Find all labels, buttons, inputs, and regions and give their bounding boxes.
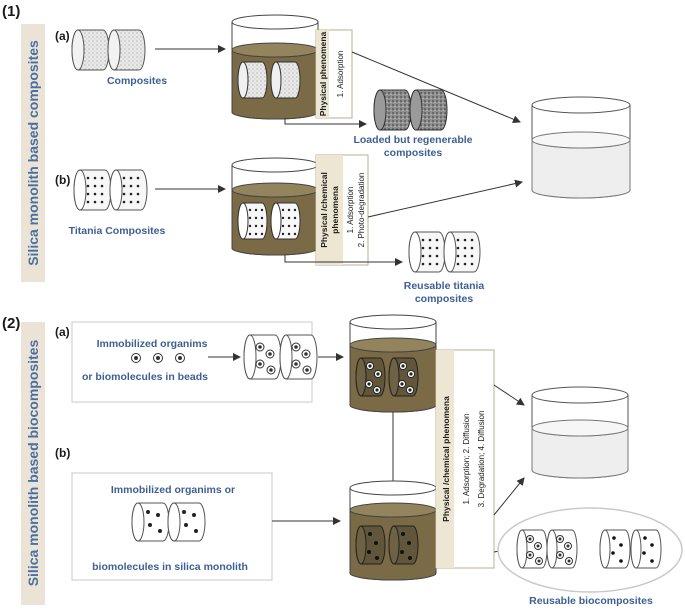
section2b-tag: (b) [55, 446, 70, 460]
section1a-tag: (a) [55, 29, 70, 43]
arrow-1b-to-clean-beaker [367, 179, 523, 218]
section1-number: (1) [2, 3, 20, 20]
reusable-bead-monoliths-icon [516, 529, 578, 569]
section2b-label-line1: Immobilized organims or [111, 484, 235, 496]
beaker-1b [231, 157, 319, 256]
clean-water-beaker-1 [531, 96, 631, 199]
arrow-2-to-clean-beaker-lower [493, 477, 525, 516]
beads-icon [131, 353, 185, 363]
section2a-label-line1: Immobilized organims [97, 338, 208, 350]
phenomena-item-1b-2: 2. Photo-degradation [357, 173, 366, 248]
section1b-label: Titania Composites [69, 225, 166, 237]
phenomena-title-band-1a [316, 30, 329, 118]
section2-number: (2) [2, 315, 20, 332]
titania-monoliths-icon [73, 169, 148, 211]
section1-side-band [21, 24, 45, 282]
section2-side-band [21, 322, 45, 605]
reusable-silica-monoliths-icon [599, 529, 662, 569]
reusable-titania-monoliths-icon [408, 231, 481, 273]
section2a-tag: (a) [55, 325, 70, 339]
phenomena-item-2-2: 3. Degradation; 4. Diffusion [477, 411, 486, 508]
phenomena-title-1a: Physical phenomena [318, 31, 328, 116]
section1a-label: Composites [107, 75, 167, 87]
phenomena-title-band-1b [316, 155, 343, 265]
clean-water-beaker-2 [531, 386, 629, 479]
section2a-label-line2: or biomolecules in beads [82, 371, 208, 383]
product-1a-line1: Loaded but regenerable [353, 134, 472, 146]
arrow-1a-to-product [284, 118, 367, 128]
section1b-tag: (b) [55, 173, 70, 187]
phenomena-item-2-1: 1. Adsorption; 2. Diffusion [462, 413, 471, 504]
bead-monoliths-icon [243, 334, 318, 380]
arrow-1a-to-clean-beaker [351, 51, 521, 123]
beaker-2a [349, 314, 437, 413]
phenomena-title-1b-line1: Physical /chemical [319, 172, 329, 248]
silica-monolith-organisms-icon [131, 502, 206, 542]
product-1b-line2: composites [415, 293, 474, 305]
loaded-monoliths-icon [373, 89, 448, 131]
reusable-biocomposites-ellipse [497, 507, 683, 593]
phenomena-title-2: Physical /chemical phenomena [441, 396, 451, 522]
section2-product-label: Reusable biocomposites [529, 595, 653, 607]
product-1a-line2: composites [384, 147, 443, 159]
phenomena-title-1b-line2: phenomena [330, 186, 340, 234]
beaker-2b [349, 480, 437, 581]
section2-side-title: Silica monolith based biocomposites [25, 339, 41, 586]
product-1b-line1: Reusable titania [404, 280, 485, 292]
phenomena-title-band-2 [436, 350, 454, 568]
composite-monoliths-icon [71, 29, 146, 71]
section1-side-title: Silica monolith based composites [25, 40, 41, 266]
arrow-2-to-clean-beaker-upper [493, 384, 525, 406]
arrow-1b-to-product [284, 255, 403, 266]
phenomena-items-1a: 1. Adsorption [336, 51, 345, 98]
phenomena-item-1b-1: 1. Adsorption [346, 187, 355, 234]
section2b-label-line2: biomolecules in silica monolith [92, 561, 248, 573]
beaker-1a [231, 14, 319, 120]
